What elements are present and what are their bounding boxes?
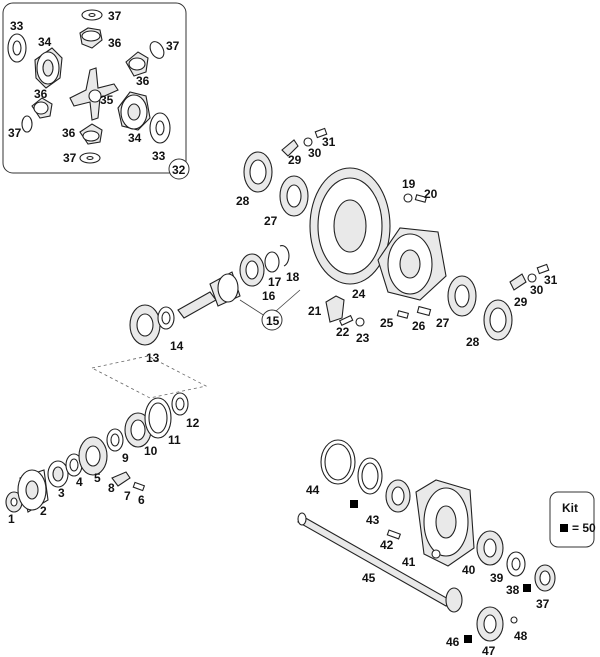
label-38: 37 xyxy=(536,597,550,611)
kit-value: = 50 xyxy=(572,521,596,535)
label-8: 8 xyxy=(108,481,115,495)
label-37: 37 xyxy=(8,126,22,140)
label-14: 14 xyxy=(170,339,184,353)
label-36: 36 xyxy=(136,74,150,88)
label-1: 1 xyxy=(8,512,15,526)
label-36: 36 xyxy=(108,36,122,50)
kit-marker-39 xyxy=(523,584,531,592)
label-36: 36 xyxy=(34,87,48,101)
inset-drawings xyxy=(7,9,171,164)
label-46: 45 xyxy=(362,571,376,585)
label-15: 15 xyxy=(266,314,280,328)
label-43: 42 xyxy=(380,538,394,552)
label-17: 17 xyxy=(268,275,282,289)
label-28: 28 xyxy=(236,194,250,208)
label-37: 37 xyxy=(108,9,122,23)
label-25: 25 xyxy=(380,316,394,330)
ref-circle-32 xyxy=(168,158,190,180)
label-33: 33 xyxy=(152,149,166,163)
carrier-group-drawings xyxy=(243,127,550,341)
label-11: 11 xyxy=(168,433,181,447)
label-42: 41 xyxy=(402,555,416,569)
label-19: 19 xyxy=(402,177,416,191)
label-35: 35 xyxy=(100,93,114,107)
label-32: 32 xyxy=(172,163,186,177)
label-23: 23 xyxy=(356,331,370,345)
label-40: 39 xyxy=(490,571,504,585)
label-7: 7 xyxy=(124,489,131,503)
label-21: 21 xyxy=(308,304,322,318)
label-45: 44 xyxy=(306,483,320,497)
label-28: 28 xyxy=(466,335,480,349)
label-18: 18 xyxy=(286,270,300,284)
kit-marker-47 xyxy=(464,635,472,643)
label-12: 12 xyxy=(186,416,200,430)
part-labels: 37 33 34 36 37 36 36 35 37 36 34 33 37 3… xyxy=(8,9,596,657)
label-16: 16 xyxy=(262,289,276,303)
label-26: 26 xyxy=(412,319,426,333)
label-30: 30 xyxy=(308,146,322,160)
label-9: 9 xyxy=(122,451,129,465)
label-41: 40 xyxy=(462,563,476,577)
kit-title: Kit xyxy=(562,501,578,515)
label-10: 10 xyxy=(144,444,158,458)
label-37: 37 xyxy=(166,39,180,53)
label-27: 27 xyxy=(264,214,278,228)
label-39: 38 xyxy=(506,583,520,597)
label-37: 37 xyxy=(63,151,77,165)
kit-marker-legend xyxy=(560,524,568,532)
label-34: 34 xyxy=(128,131,142,145)
label-29: 29 xyxy=(288,153,302,167)
label-33: 33 xyxy=(10,19,24,33)
label-2: 2 xyxy=(40,504,47,518)
label-27: 27 xyxy=(436,316,450,330)
pinion-group-drawings xyxy=(5,245,301,513)
label-30: 30 xyxy=(530,283,544,297)
label-31: 31 xyxy=(322,135,336,149)
kit-marker-45 xyxy=(350,500,358,508)
label-13: 13 xyxy=(146,351,160,365)
label-34: 34 xyxy=(38,35,52,49)
label-6: 6 xyxy=(138,493,145,507)
label-29: 29 xyxy=(514,295,528,309)
ref-circle-15 xyxy=(261,309,283,331)
label-24: 24 xyxy=(352,287,366,301)
label-36: 36 xyxy=(62,126,76,140)
label-48: 47 xyxy=(482,644,496,657)
label-3: 3 xyxy=(58,486,65,500)
label-49: 48 xyxy=(514,629,528,643)
label-44: 43 xyxy=(366,513,380,527)
label-22: 22 xyxy=(336,325,350,339)
label-47: 46 xyxy=(446,635,460,649)
label-20: 20 xyxy=(424,187,438,201)
label-4: 4 xyxy=(76,475,83,489)
label-31: 31 xyxy=(544,273,558,287)
axle-group-drawings xyxy=(297,439,595,642)
label-5: 5 xyxy=(94,471,101,485)
